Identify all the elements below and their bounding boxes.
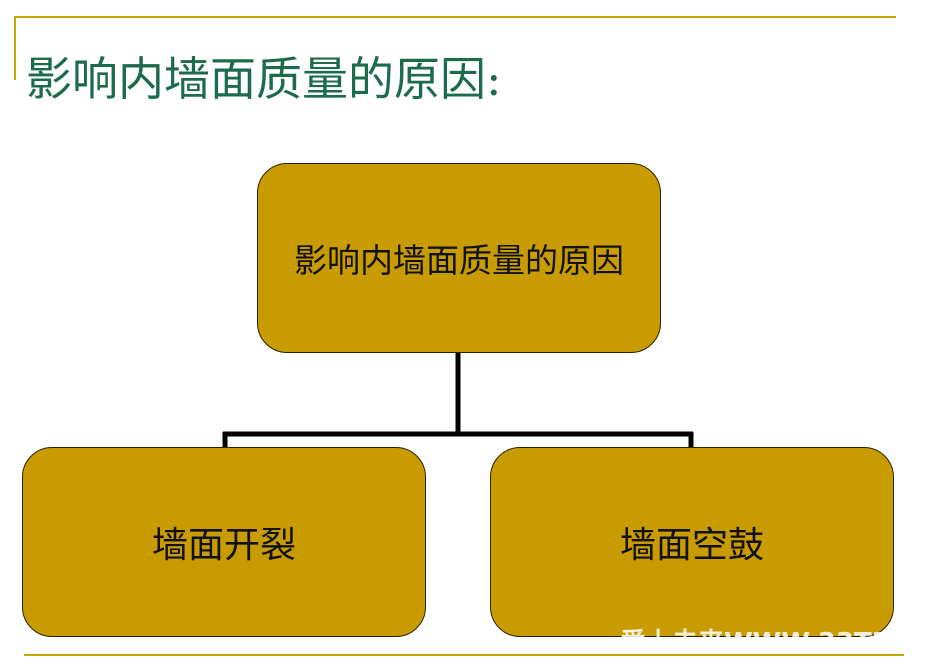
slide-title: 影响内墙面质量的原因:	[26, 52, 502, 106]
bottom-rule	[24, 654, 904, 656]
left-rule	[14, 16, 16, 80]
root-node: 影响内墙面质量的原因	[257, 163, 661, 353]
child-node-label: 墙面开裂	[151, 525, 296, 566]
top-rule	[14, 16, 896, 18]
root-node-label: 影响内墙面质量的原因	[294, 241, 624, 280]
child-node-wall-cracking: 墙面开裂	[22, 447, 426, 637]
watermark-text: 爱上未来WWW.33TM.CO	[620, 628, 910, 652]
child-node-wall-hollowing: 墙面空鼓	[490, 447, 894, 637]
child-node-label: 墙面空鼓	[619, 525, 764, 566]
